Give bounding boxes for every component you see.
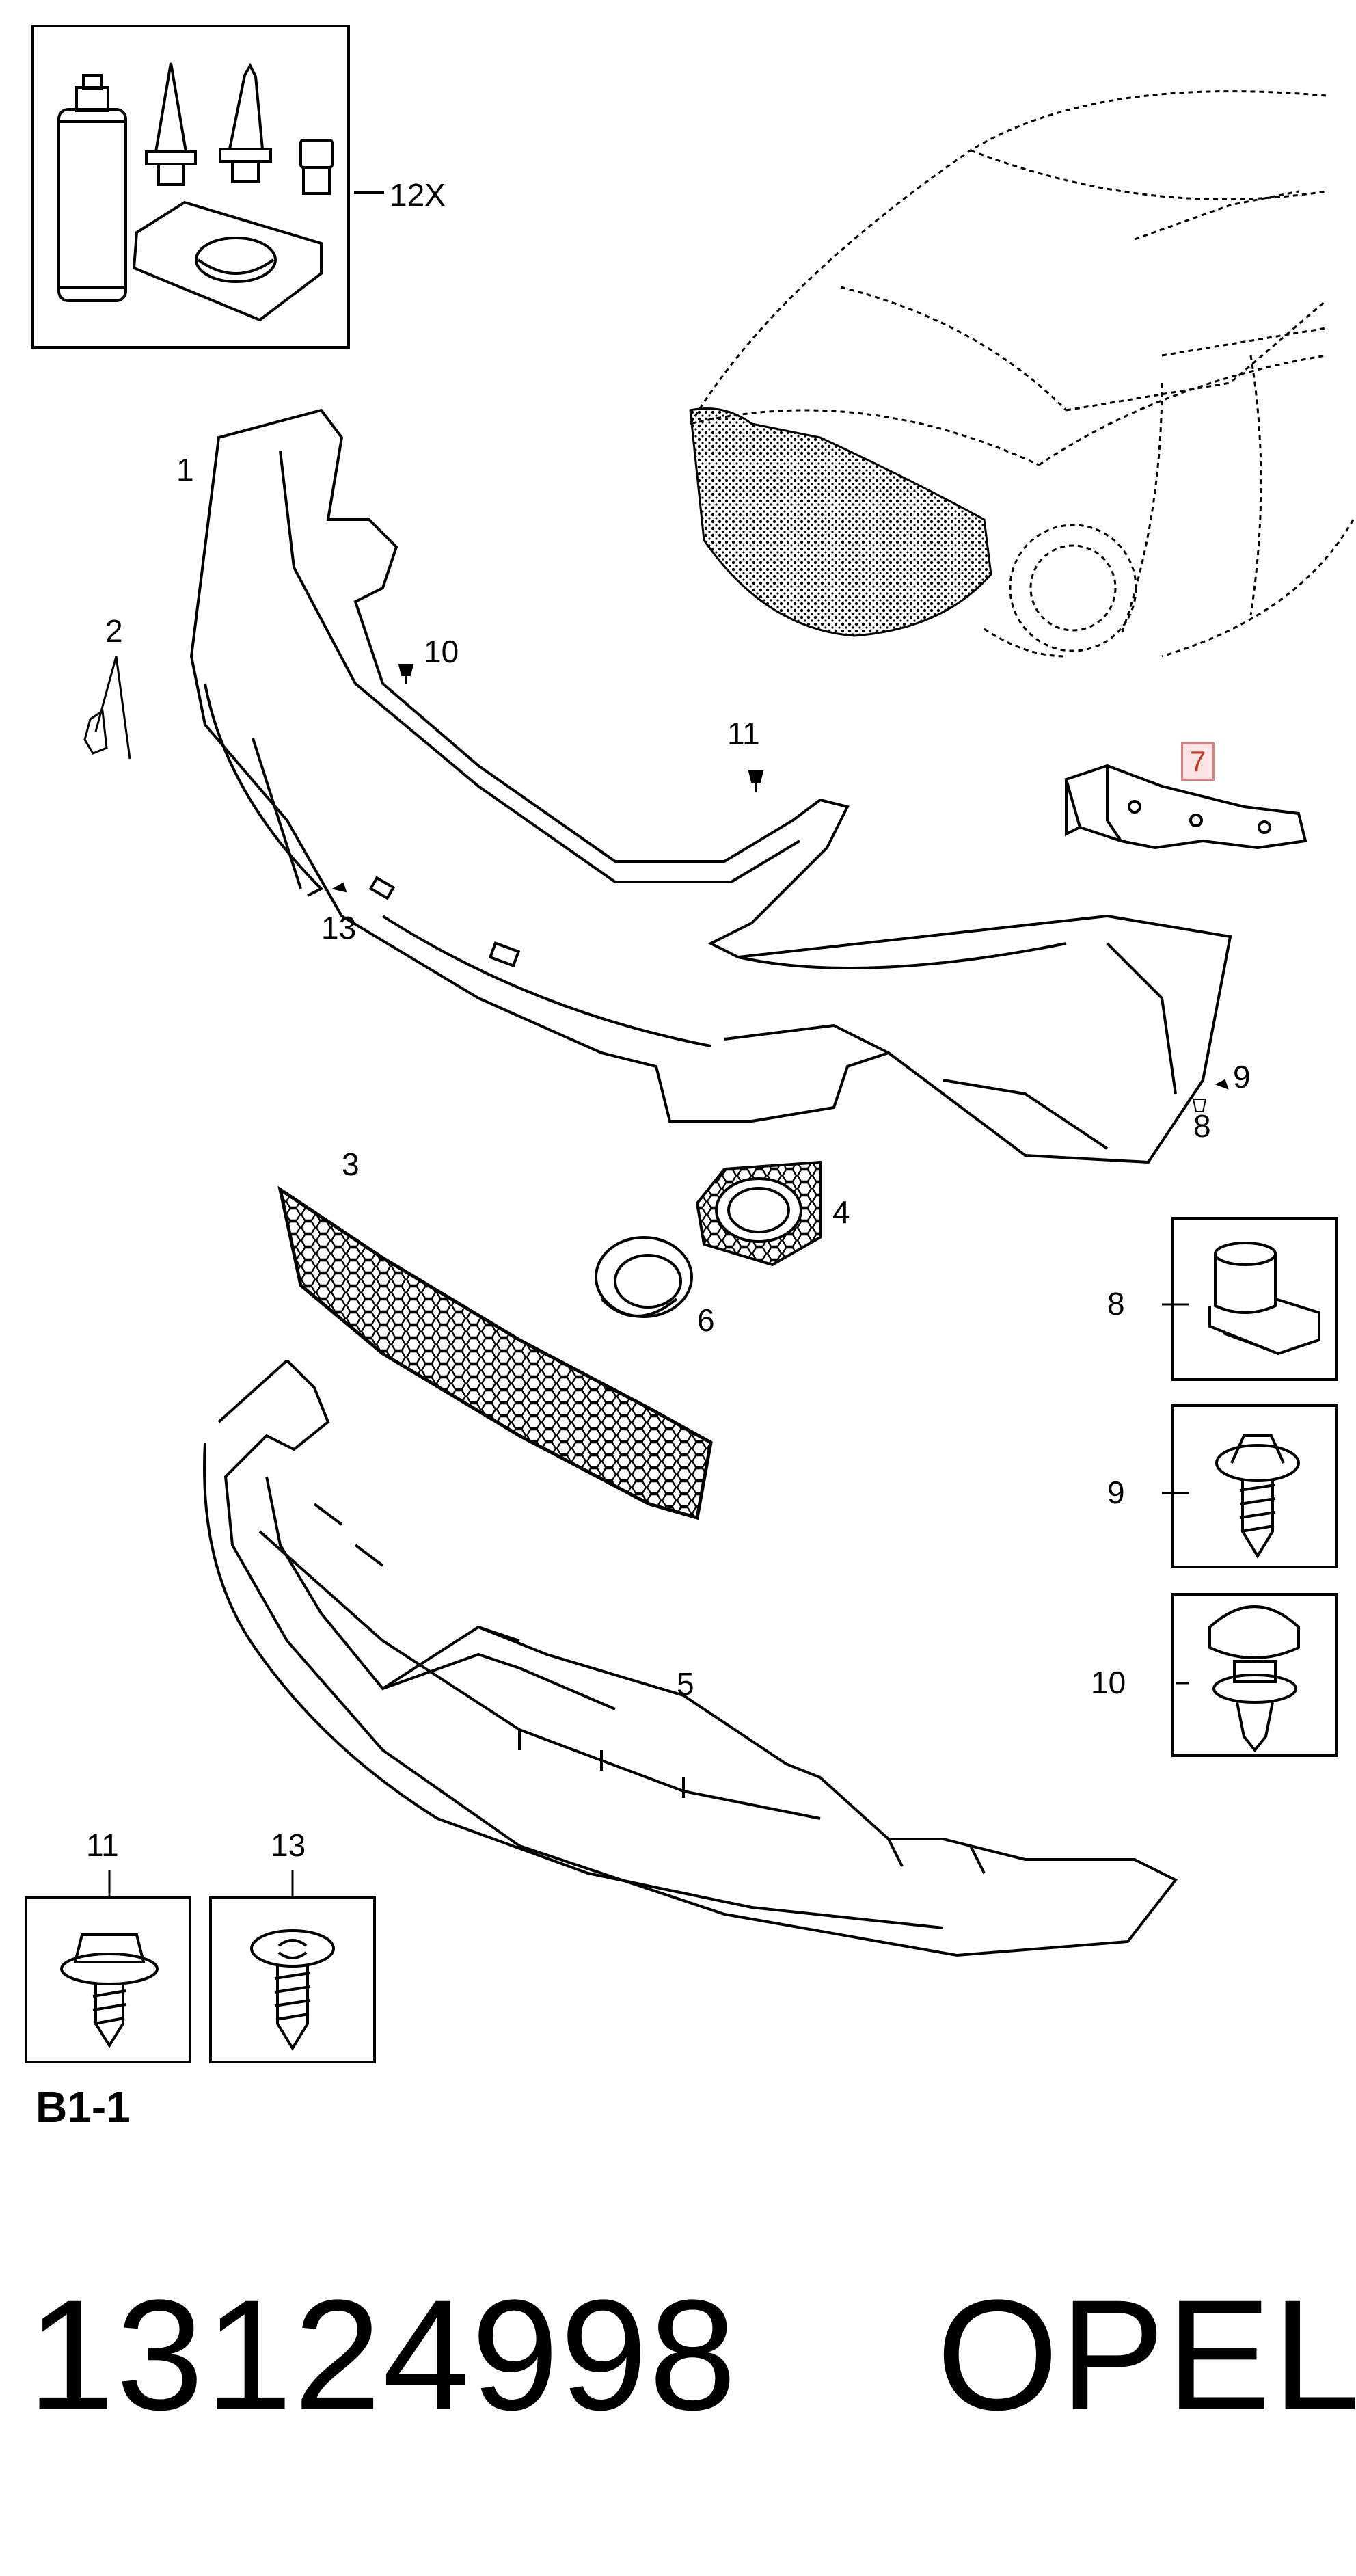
callout-1: 1 (176, 452, 194, 487)
bracket (1064, 764, 1307, 850)
part-number: 13124998 (27, 2267, 738, 2443)
fastener-markers (331, 664, 1229, 1112)
callout-13-body: 13 (321, 910, 357, 945)
nozzle-1 (145, 62, 197, 186)
grille (277, 1185, 713, 1520)
lower-spoiler (203, 1359, 1178, 1957)
callout-9-body: 9 (1233, 1059, 1251, 1095)
callout-10-body: 10 (424, 634, 459, 669)
leader-lines (108, 1303, 1189, 1898)
detail-box-9 (1171, 1404, 1338, 1568)
callout-11-body: 11 (727, 716, 760, 751)
wipe-pouch (132, 200, 323, 322)
detail-label-13: 13 (271, 1827, 306, 1863)
detail-box-10 (1171, 1593, 1338, 1757)
car-front-highlight (689, 407, 992, 637)
detail-label-11: 11 (86, 1827, 119, 1863)
detail-box-13 (209, 1896, 376, 2063)
detail-label-9: 9 (1107, 1475, 1125, 1510)
callout-6: 6 (697, 1302, 715, 1338)
cap (299, 139, 334, 195)
kit-box (31, 25, 384, 349)
section-code: B1-1 (36, 2082, 131, 2132)
front-bumper (189, 408, 1232, 1164)
callout-2: 2 (105, 613, 123, 649)
fog-lamp-bezel (695, 1160, 822, 1267)
callout-5: 5 (677, 1666, 694, 1702)
detail-label-8: 8 (1107, 1286, 1125, 1321)
kit-quantity-label: 12X (390, 177, 446, 213)
detail-label-10: 10 (1091, 1665, 1126, 1700)
callout-4: 4 (832, 1194, 850, 1230)
fog-ring (595, 1236, 693, 1318)
callout-3: 3 (342, 1146, 360, 1182)
part-2-clip (83, 656, 131, 760)
sealant-tube (57, 74, 127, 302)
brand-name: OPEL (936, 2267, 1356, 2443)
callout-8-body: 8 (1193, 1108, 1211, 1144)
detail-box-8 (1171, 1217, 1338, 1381)
callout-7-highlighted: 7 (1181, 742, 1215, 781)
detail-box-11 (25, 1896, 191, 2063)
nozzle-2 (219, 62, 272, 183)
